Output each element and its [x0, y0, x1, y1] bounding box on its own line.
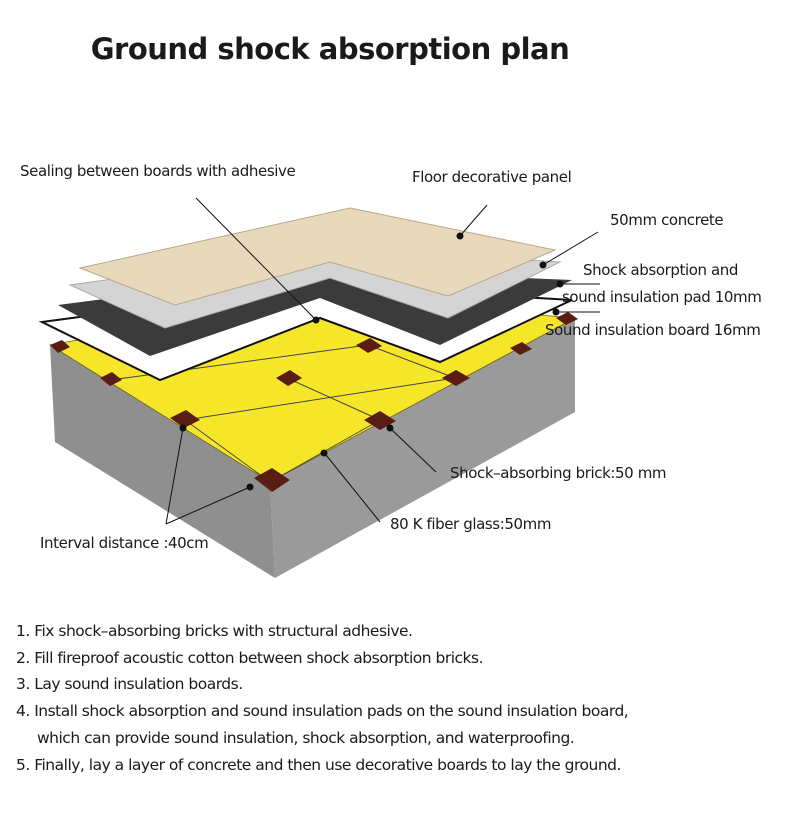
label-interval: Interval distance :40cm — [40, 534, 209, 552]
brick — [170, 410, 200, 428]
label-pad-line2: sound insulation pad 10mm — [562, 288, 762, 306]
brick — [276, 370, 302, 386]
brick — [50, 340, 70, 353]
steps-list: 1. Fix shock–absorbing bricks with struc… — [16, 618, 629, 778]
step-item: 4. Install shock absorption and sound in… — [16, 702, 629, 721]
label-pad-line1: Shock absorption and — [583, 261, 739, 279]
brick — [356, 338, 382, 353]
brick — [556, 312, 578, 325]
step-item: 2. Fill fireproof acoustic cotton betwee… — [16, 648, 484, 667]
brick — [442, 370, 470, 386]
step-item-continued: which can provide sound insulation, shoc… — [37, 728, 575, 747]
brick — [100, 372, 122, 386]
leader-lines — [165, 197, 600, 525]
label-sealing: Sealing between boards with adhesive — [20, 162, 296, 180]
brick — [254, 468, 290, 492]
step-item: 3. Lay sound insulation boards. — [16, 675, 243, 694]
floor-decorative-panel — [78, 207, 557, 306]
brick — [510, 342, 532, 355]
label-brick: Shock–absorbing brick:50 mm — [450, 464, 667, 482]
label-floor-panel: Floor decorative panel — [412, 168, 572, 186]
layer-diagram — [38, 197, 600, 578]
step-item: 5. Finally, lay a layer of concrete and … — [16, 755, 621, 774]
base-left-face — [50, 345, 275, 578]
page-title: Ground shock absorption plan — [90, 32, 570, 66]
label-concrete: 50mm concrete — [610, 211, 724, 229]
label-board: Sound insulation board 16mm — [545, 321, 761, 339]
label-fiber: 80 K fiber glass:50mm — [390, 515, 552, 533]
step-item: 1. Fix shock–absorbing bricks with struc… — [16, 622, 413, 640]
base-right-face — [270, 318, 575, 578]
